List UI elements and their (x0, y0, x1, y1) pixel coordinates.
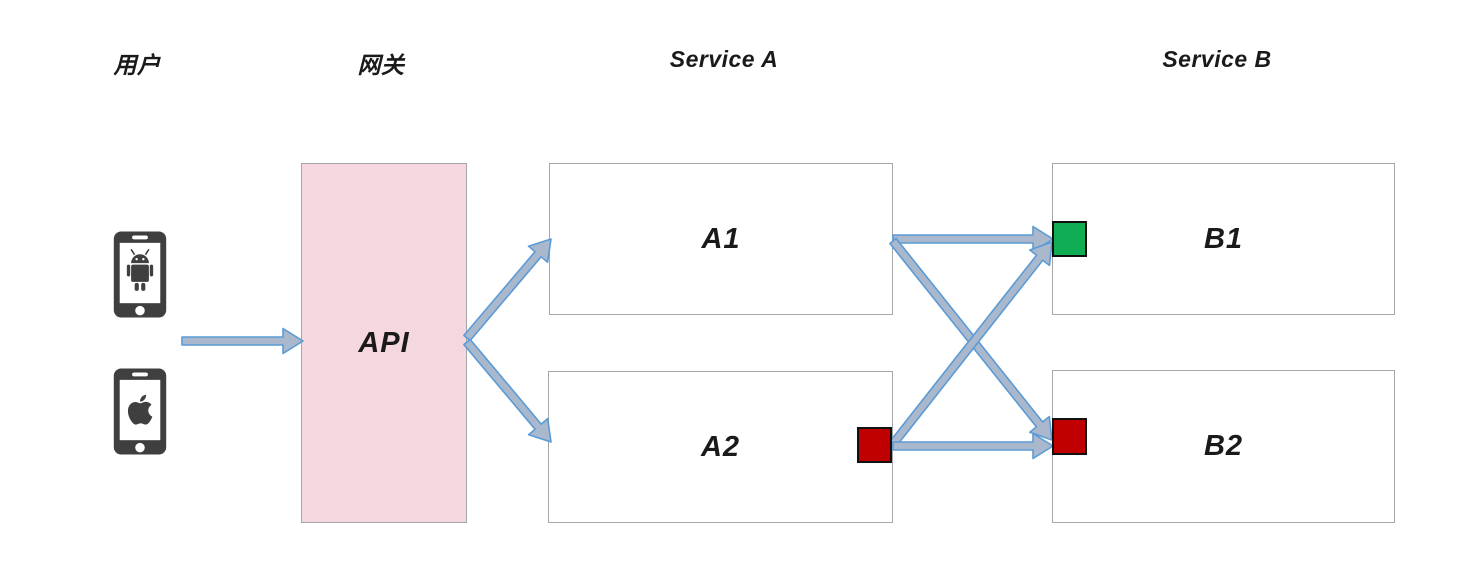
node-b2: B2 (1052, 370, 1395, 523)
status-marker-b2-red (1052, 418, 1087, 455)
flow-arrow (892, 432, 1054, 460)
flow-arrow (463, 338, 552, 443)
flow-arrow (463, 238, 552, 342)
status-marker-a2-red (857, 427, 892, 463)
flow-arrow (889, 241, 1053, 448)
node-a2: A2 (548, 371, 893, 523)
node-a2-label: A2 (700, 430, 741, 463)
flow-arrow (889, 237, 1053, 441)
node-a1: A1 (549, 163, 893, 315)
column-header-service-a: Service A (669, 46, 779, 72)
node-b2-label: B2 (1203, 430, 1244, 462)
flow-arrow (181, 327, 304, 355)
column-header-gateway: 网关 (357, 52, 405, 78)
node-b1-label: B1 (1203, 222, 1244, 255)
column-header-service-b: Service B (1162, 46, 1272, 72)
node-b1: B1 (1052, 163, 1395, 315)
node-api-label: API (358, 326, 410, 359)
flow-arrow (892, 225, 1054, 253)
android-phone-icon (113, 231, 167, 318)
column-header-users: 用户 (113, 52, 161, 78)
status-marker-b1-green (1052, 221, 1087, 257)
node-api-gateway: API (301, 163, 467, 523)
node-a1-label: A1 (701, 222, 741, 255)
apple-phone-icon (113, 368, 167, 455)
